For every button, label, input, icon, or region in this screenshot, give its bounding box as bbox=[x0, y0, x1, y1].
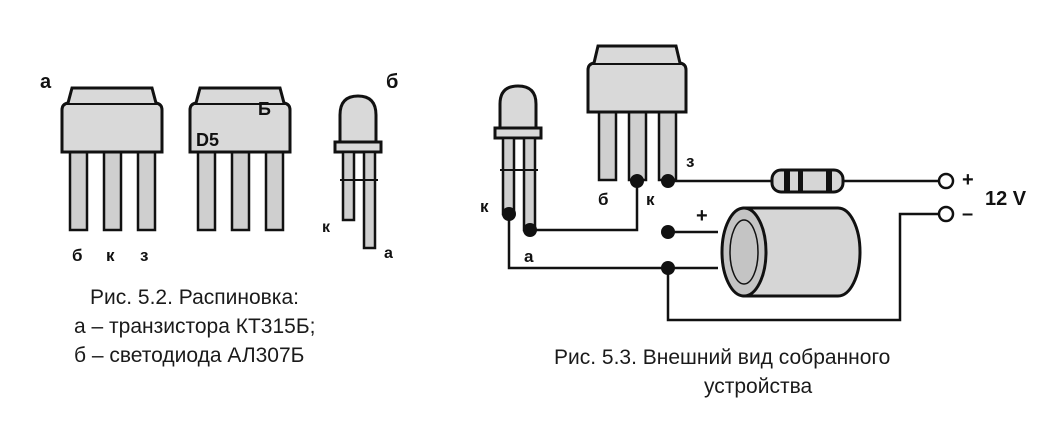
terminal-positive bbox=[937, 172, 955, 190]
transistor-body bbox=[60, 86, 164, 154]
fig-label-b: б bbox=[386, 71, 398, 93]
pin-label-b: б bbox=[72, 246, 83, 265]
led-k-label: к bbox=[480, 197, 489, 216]
transistor-pin-z bbox=[136, 148, 157, 232]
led-flange bbox=[333, 140, 383, 154]
capacitor-plus-label: + bbox=[696, 205, 708, 227]
transistor-front-view bbox=[60, 86, 164, 232]
transistor-marked-view bbox=[188, 86, 292, 232]
resistor bbox=[770, 168, 845, 194]
fig-label-a: а bbox=[40, 71, 52, 93]
led-pin-label-k: к bbox=[322, 219, 331, 236]
transistor-assembled bbox=[586, 44, 688, 182]
led-dome-assembled bbox=[498, 84, 538, 130]
transistor-marking: Б bbox=[258, 99, 271, 119]
led-dome bbox=[338, 94, 378, 144]
led-a-label: а bbox=[524, 247, 534, 266]
led-pinout bbox=[333, 94, 383, 250]
resistor-body bbox=[770, 168, 845, 194]
transistor-k-label: к bbox=[646, 190, 655, 209]
capacitor-end bbox=[720, 206, 768, 298]
electrolytic-capacitor bbox=[720, 206, 862, 298]
transistor-b-label: б bbox=[598, 190, 609, 209]
transistor-pin-k bbox=[102, 148, 123, 232]
capacitor-can bbox=[742, 206, 862, 298]
transistor-body-assembled bbox=[586, 44, 688, 114]
transistor-code: D5 bbox=[196, 130, 219, 150]
led-lead-a bbox=[362, 150, 377, 250]
caption-5-2-line3: б – светодиода АЛ307Б bbox=[74, 344, 304, 367]
fig-5-3: + + – 12 V к а б к з Рис. 5.3. Внешний в… bbox=[480, 44, 1027, 398]
fig-5-2: а б к з Б D5 б к bbox=[40, 71, 398, 367]
terminal-negative bbox=[937, 205, 955, 223]
terminal-plus-label: + bbox=[962, 169, 974, 191]
caption-5-2-line1: Рис. 5.2. Распиновка: bbox=[90, 286, 299, 309]
caption-5-3-line2: устройства bbox=[704, 375, 813, 398]
led-pin-label-a: а bbox=[384, 245, 393, 262]
transistor-z-label: з bbox=[686, 152, 694, 171]
caption-5-2-line2: а – транзистора КТ315Б; bbox=[74, 315, 315, 338]
caption-5-3-line1: Рис. 5.3. Внешний вид собранного bbox=[554, 346, 890, 369]
voltage-label: 12 V bbox=[985, 188, 1027, 210]
circuit-wires bbox=[507, 179, 940, 322]
solder-joints bbox=[502, 174, 675, 275]
led-assembled bbox=[493, 84, 543, 232]
led-lead-k bbox=[341, 150, 356, 222]
transistor-pin-b bbox=[68, 148, 89, 232]
pin-label-k: к bbox=[106, 246, 115, 265]
terminal-minus-label: – bbox=[962, 203, 973, 225]
pin-label-z: з bbox=[140, 246, 148, 265]
